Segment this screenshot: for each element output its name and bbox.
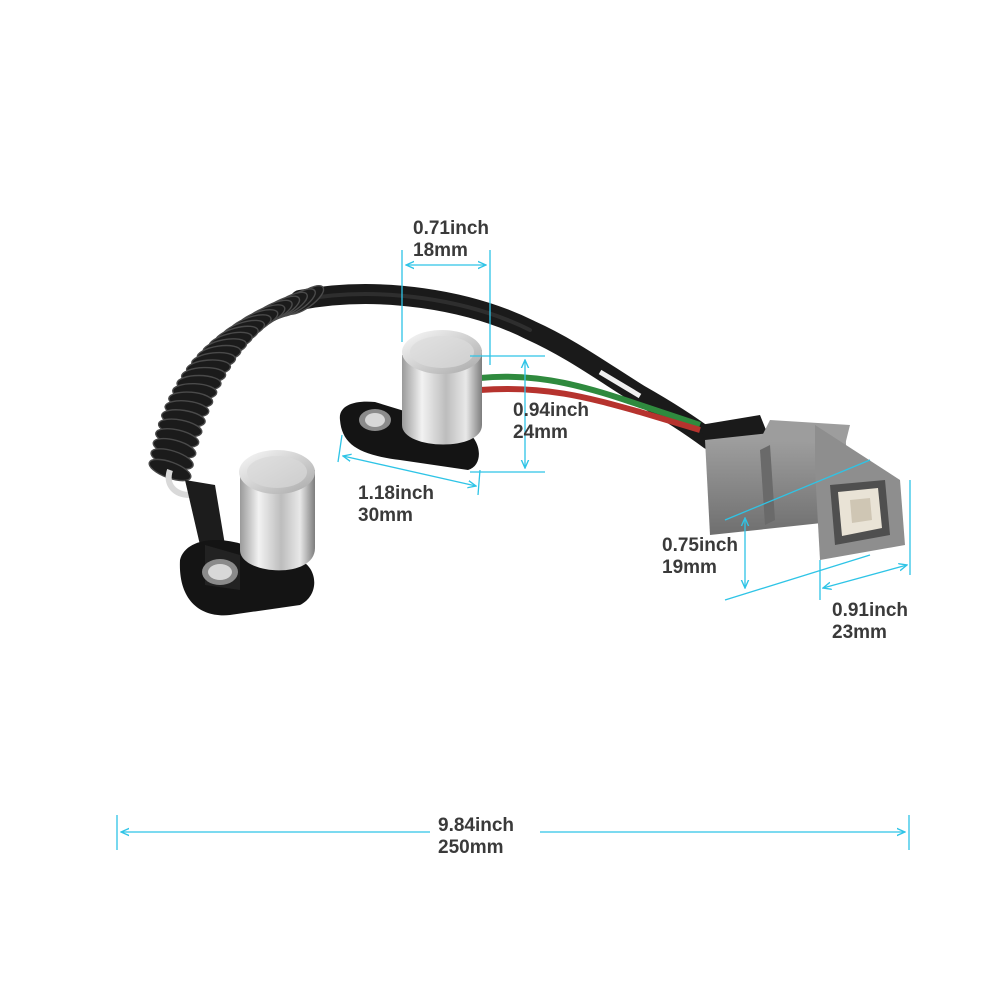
connector-width-inch: 0.91inch [832,600,909,621]
dim-label-overall-length: 9.84inch 250mm [438,815,514,859]
dim-label-sensor-width: 0.71inch 18mm [413,218,489,262]
dim-label-sensor-height: 0.94inch 24mm [513,400,589,444]
sensor-lower [179,450,315,616]
overall-length-mm: 250mm [438,837,504,858]
dim-label-connector-width: 0.91inch 23mm [832,600,908,644]
sensor-height-mm: 24mm [513,422,568,443]
mount-length-mm: 30mm [358,505,413,526]
coil-tail [165,469,191,498]
dimension-lines [116,250,911,850]
overall-length-inch: 9.84inch [438,815,515,836]
connector-height-inch: 0.75inch [662,535,739,556]
sensor-width-mm: 18mm [413,240,468,261]
sensor-height-inch: 0.94inch [513,400,590,421]
connector-width-mm: 23mm [832,622,887,643]
mount-length-inch: 1.18inch [358,483,435,504]
connector-height-mm: 19mm [662,557,717,578]
dim-label-connector-height: 0.75inch 19mm [662,535,738,579]
sensor-upper [339,330,482,470]
dim-label-mount-length: 1.18inch 30mm [358,483,434,527]
sensor-width-inch: 0.71inch [413,218,490,239]
coiled-cable [148,285,325,498]
wires [479,369,701,433]
connector [700,415,905,560]
